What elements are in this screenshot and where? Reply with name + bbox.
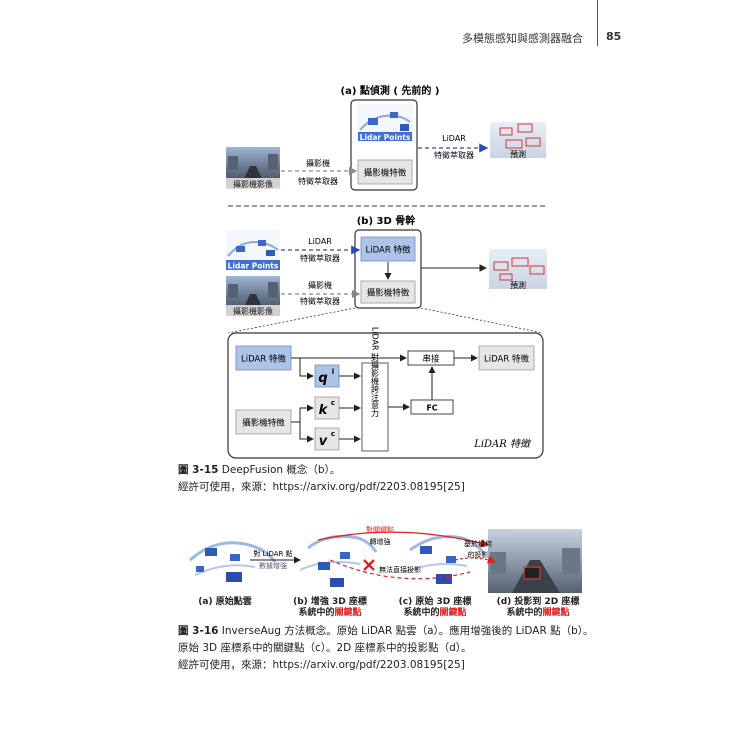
detail-output-feature-label: LiDAR 特徵 — [484, 354, 529, 365]
figure-3-16-source: 經許可使用，來源：https://arxiv.org/pdf/2203.0819… — [178, 659, 465, 671]
figure-3-15-caption-text: DeepFusion 概念（b）。 — [221, 464, 341, 476]
camera-extractor-label-b1: 攝影機 — [308, 280, 332, 290]
detail-output-feature-box — [478, 345, 535, 371]
detail-camera-feature-box — [235, 409, 292, 435]
camera-image-d — [488, 529, 582, 593]
augment-label-2: 數據增強 — [259, 561, 287, 570]
camera-extractor-label-a1: 攝影機 — [306, 158, 330, 168]
lidar-points-image-b: Lidar Points — [226, 230, 280, 271]
figure-3-16-label: 圖 3-16 — [178, 625, 219, 637]
camera-extractor-label-b2: 特徵萃取器 — [300, 296, 340, 306]
subcaption-d: (d) 投影到 2D 座標 系統中的關鍵點 — [490, 597, 586, 619]
prediction-label-a: 預測 — [510, 149, 526, 159]
k-superscript: c — [331, 399, 335, 407]
keypoint-label-1: 對關鍵點 — [366, 525, 394, 534]
figure-3-16-caption-line2: 原始 3D 座標系中的關鍵點（c）。2D 座標系中的投影點（d）。 — [178, 642, 472, 654]
no-direct-projection-arrow — [329, 559, 471, 580]
subcaption-c-prefix: 系統中的 — [403, 608, 440, 618]
subcaption-a: (a) 原始點雲 — [190, 597, 260, 608]
prediction-image-b: 預測 — [489, 249, 547, 290]
camera-to-v-arrow — [299, 422, 314, 443]
prediction-image-a: 預測 — [490, 122, 546, 159]
camera-image-b: 攝影機影像 — [226, 276, 280, 316]
lidar-points-label-b: Lidar Points — [228, 262, 279, 271]
lidar-extractor-label-a1: LiDAR — [442, 134, 466, 143]
lidar-extractor-label-a2: 特徵萃取器 — [434, 150, 474, 160]
figure-3-15-label: 圖 3-15 — [178, 464, 219, 476]
camera-feature-label-b: 攝影機特徵 — [367, 288, 410, 299]
lidar-extractor-label-b2: 特徵萃取器 — [300, 253, 340, 263]
subcaption-c-highlight: 關鍵點 — [439, 608, 467, 618]
panel-a-title: (a) 點偵測 ( 先前的 ) — [341, 84, 440, 97]
point-cloud-image-c — [404, 535, 486, 584]
lidar-points-label-a: Lidar Points — [360, 133, 411, 142]
v-superscript: c — [331, 430, 335, 438]
panel-b-title: (b) 3D 骨幹 — [357, 214, 417, 227]
q-symbol: q — [318, 371, 327, 386]
cross-icon — [363, 559, 375, 571]
point-cloud-image-b — [299, 534, 378, 587]
camera-image-label-a: 攝影機影像 — [233, 179, 273, 189]
subcaption-c-line1: (c) 原始 3D 座標 — [398, 597, 472, 607]
q-superscript: l — [332, 368, 334, 376]
subcaption-b-line1: (b) 增強 3D 座標 — [293, 597, 367, 607]
subcaption-b-prefix: 系統中的 — [298, 608, 335, 618]
geo-label-2: 的投影 — [468, 550, 489, 559]
zoom-line-left — [227, 307, 356, 334]
chapter-title: 多模態感知與感測器融合 — [462, 32, 583, 45]
geo-projection-arrow — [454, 555, 497, 564]
lidar-feature-label-b: LiDAR 特徵 — [366, 245, 411, 256]
v-symbol: v — [319, 434, 328, 449]
figure-3-16-caption: 圖 3-16 InverseAug 方法概念。原始 LiDAR 點雲（a）。應用… — [178, 623, 594, 639]
subcaption-c: (c) 原始 3D 座標 系統中的關鍵點 — [390, 597, 480, 619]
camera-extractor-label-a2: 特徵萃取器 — [298, 176, 338, 186]
camera-image-label-b: 攝影機影像 — [233, 306, 273, 316]
concat-label: 串接 — [422, 354, 440, 365]
attention-label: LiDAR 對攝影機跨注意力 — [371, 327, 380, 418]
subcaption-d-highlight: 關鍵點 — [542, 608, 570, 618]
figure-3-16-caption-line1: InverseAug 方法概念。原始 LiDAR 點雲（a）。應用增強後的 Li… — [221, 625, 594, 637]
header-divider — [597, 0, 598, 46]
camera-to-k-arrow — [291, 404, 314, 423]
k-symbol: k — [319, 403, 329, 418]
subcaption-d-line1: (d) 投影到 2D 座標 — [496, 597, 580, 607]
camera-feature-box-b — [360, 280, 416, 304]
camera-feature-label-a: 攝影機特徵 — [364, 168, 407, 179]
subcaption-b: (b) 增強 3D 座標 系統中的關鍵點 — [285, 597, 375, 619]
augment-label-1: 對 LiDAR 點 — [253, 549, 292, 558]
geo-label-1: 基於幾何 — [464, 539, 492, 548]
subcaption-d-prefix: 系統中的 — [506, 608, 543, 618]
no-direct-label: 無法直接投影 — [379, 565, 421, 574]
lidar-feature-box-b — [360, 236, 416, 262]
point-cloud-image-a — [189, 541, 277, 582]
detail-lidar-feature-box — [235, 345, 292, 371]
fc-label: FC — [426, 404, 437, 413]
subcaption-b-highlight: 關鍵點 — [334, 608, 362, 618]
lidar-extractor-label-b1: LiDAR — [308, 237, 332, 246]
figure-3-15-caption: 圖 3-15 DeepFusion 概念（b）。 — [178, 462, 340, 478]
figure-3-15-source: 經許可使用，來源：https://arxiv.org/pdf/2203.0819… — [178, 481, 465, 493]
camera-image-a: 攝影機影像 — [226, 147, 280, 189]
lidar-points-image-a: Lidar Points — [357, 104, 413, 142]
subcaption-a-line1: (a) 原始點雲 — [198, 597, 252, 607]
page-number: 85 — [606, 30, 622, 43]
detail-camera-feature-label: 攝影機特徵 — [242, 418, 285, 429]
camera-feature-box-a — [357, 159, 413, 185]
zoom-line-right — [420, 307, 544, 334]
keypoint-label-2: 轉增強 — [370, 537, 391, 546]
detail-lidar-feature-label: LiDAR 特徵 — [241, 354, 286, 365]
keypoint-arrow — [317, 531, 490, 548]
detail-footer-label: LiDAR 特徵 — [473, 438, 532, 450]
prediction-label-b: 預測 — [510, 280, 526, 290]
